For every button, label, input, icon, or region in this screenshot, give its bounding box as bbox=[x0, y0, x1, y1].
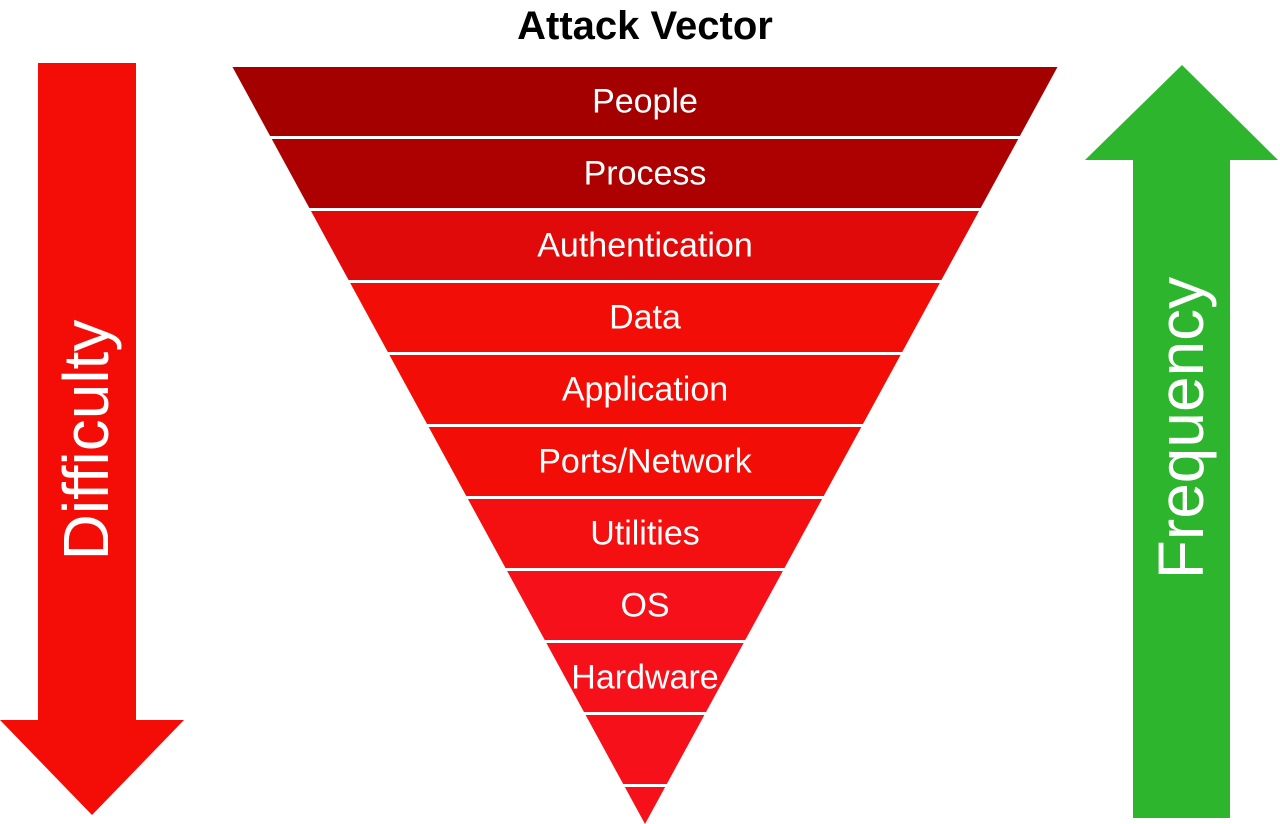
inverted-pyramid: PeopleProcessAuthenticationDataApplicati… bbox=[232, 67, 1058, 824]
pyramid-layer-label: Hardware bbox=[571, 659, 718, 697]
diagram-title: Attack Vector bbox=[517, 4, 773, 48]
pyramid-layer bbox=[310, 211, 980, 280]
pyramid-layer bbox=[624, 787, 666, 824]
pyramid-layer bbox=[271, 139, 1019, 208]
pyramid-layer-label: Application bbox=[562, 371, 728, 409]
frequency-arrow-shape bbox=[1085, 65, 1278, 818]
difficulty-label: Difficulty bbox=[50, 320, 122, 561]
pyramid-layer-label: People bbox=[592, 83, 698, 121]
pyramid-layer bbox=[507, 571, 783, 640]
pyramid-layer bbox=[467, 499, 823, 568]
pyramid-layer bbox=[350, 283, 940, 352]
pyramid-layer bbox=[232, 67, 1058, 136]
difficulty-arrow: Difficulty bbox=[0, 63, 184, 815]
pyramid-layer-label: Authentication bbox=[537, 227, 753, 265]
frequency-label: Frequency bbox=[1145, 277, 1217, 579]
frequency-arrow: Frequency bbox=[1085, 65, 1278, 818]
pyramid-layer-label: Data bbox=[609, 299, 681, 337]
pyramid-layer bbox=[428, 427, 862, 496]
difficulty-arrow-shape bbox=[0, 63, 184, 815]
pyramid-layer bbox=[546, 643, 744, 712]
pyramid-layer-label: OS bbox=[620, 587, 669, 625]
pyramid-layer bbox=[389, 355, 901, 424]
pyramid-layer-label: Process bbox=[584, 155, 707, 193]
pyramid-layer bbox=[585, 715, 705, 784]
pyramid-layer-label: Utilities bbox=[590, 515, 700, 553]
pyramid-layer-label: Ports/Network bbox=[538, 443, 752, 481]
